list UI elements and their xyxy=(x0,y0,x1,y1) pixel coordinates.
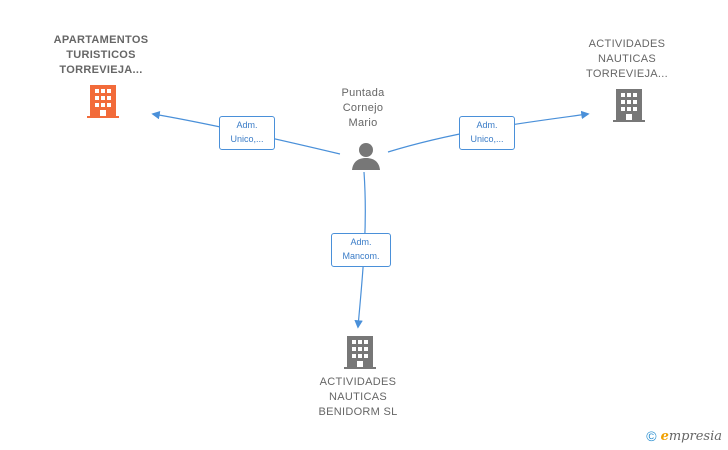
empresia-watermark: © empresia xyxy=(646,428,722,444)
copyright-symbol: © xyxy=(646,428,657,444)
person-icon[interactable] xyxy=(350,140,382,172)
building-icon[interactable] xyxy=(343,334,377,370)
person-label[interactable]: Puntada Cornejo Mario xyxy=(341,87,385,129)
building-icon[interactable] xyxy=(612,87,646,123)
company-2-label[interactable]: ACTIVIDADES NAUTICAS TORREVIEJA... xyxy=(586,38,668,80)
edge-label-1[interactable]: Adm. Unico,... xyxy=(219,116,275,150)
company-3-label[interactable]: ACTIVIDADES NAUTICAS BENIDORM SL xyxy=(318,376,398,418)
brand-logo: empresia xyxy=(660,428,722,444)
building-icon[interactable] xyxy=(86,83,120,119)
edge-label-2[interactable]: Adm. Unico,... xyxy=(459,116,515,150)
edge-label-3[interactable]: Adm. Mancom. xyxy=(331,233,391,267)
company-1-label[interactable]: APARTAMENTOS TURISTICOS TORREVIEJA... xyxy=(53,34,149,76)
